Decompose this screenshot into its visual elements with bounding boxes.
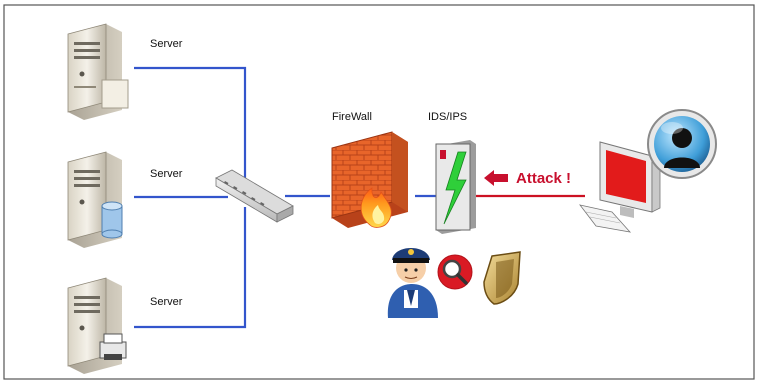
database-icon [101, 201, 123, 239]
diagram-frame [3, 4, 755, 380]
magnifier-icon [437, 254, 473, 290]
server-3-label: Server [150, 296, 183, 308]
attack-label: Attack ! [516, 170, 571, 187]
server-2 [67, 151, 123, 248]
switch-hub-icon [215, 169, 294, 223]
server-2-label: Server [150, 168, 183, 180]
printer-icon [99, 333, 127, 360]
server-1-label: Server [150, 38, 183, 50]
server-1 [67, 23, 129, 120]
link-server-1 [134, 66, 247, 180]
firewall-label: FireWall [332, 111, 372, 123]
firewall-brick-icon [331, 131, 408, 228]
network-links [134, 66, 436, 329]
ids-ips-label: IDS/IPS [428, 111, 467, 123]
server-3 [67, 277, 127, 374]
attack-arrow-icon [484, 170, 508, 186]
fire-icon [360, 187, 392, 228]
shield-icon [483, 251, 521, 305]
anonymous-user-icon [647, 109, 717, 179]
attacker-computer-icon [579, 141, 661, 233]
ids-lightning-icon [435, 140, 476, 234]
security-guard-icon [387, 248, 438, 318]
plain-panel-icon [101, 79, 129, 109]
link-server-3 [134, 207, 247, 329]
